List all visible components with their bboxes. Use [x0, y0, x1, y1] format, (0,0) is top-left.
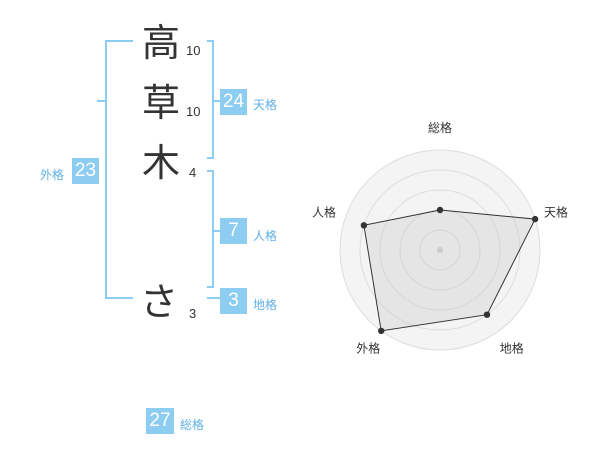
tenkaku-bracket [207, 40, 214, 159]
radar-axis-label-2: 天格 [544, 204, 568, 219]
radar-center-dot [437, 247, 443, 253]
jinkaku-value: 7 [220, 218, 247, 244]
name-char-3: 木 [141, 141, 180, 185]
jinkaku-label: 人格 [253, 229, 278, 243]
radar-axis-label-1: 総格 [428, 120, 452, 135]
radar-grid-ring [379, 189, 501, 311]
name-char-2-strokes: 10 [186, 104, 201, 119]
radar-point-5 [360, 222, 368, 229]
gaikaku-value: 23 [72, 158, 99, 184]
tenkaku-label: 天格 [253, 98, 278, 112]
radar-point-4 [378, 327, 385, 335]
name-char-1: 高 [141, 21, 180, 65]
name-char-4: さ [139, 280, 178, 324]
jinkaku-bracket [207, 170, 214, 288]
radar-grid-ring [419, 229, 461, 271]
radar-series-polygon [363, 209, 536, 332]
radar-point-3 [483, 311, 491, 318]
radar-axis-label-5: 人格 [312, 204, 336, 219]
name-char-2: 草 [141, 81, 180, 125]
radar-axis-label-4: 外格 [356, 341, 380, 356]
tenkaku-value: 24 [220, 89, 247, 115]
name-char-1-strokes: 10 [186, 43, 201, 58]
soukaku-value: 27 [146, 408, 174, 434]
radar-axis-label-3: 地格 [500, 341, 524, 356]
gaikaku-label: 外格 [40, 168, 65, 182]
gaikaku-bracket [105, 40, 133, 299]
radar-point-1 [436, 206, 444, 214]
chikaku-label: 地格 [253, 298, 278, 312]
chikaku-value: 3 [220, 288, 247, 314]
soukaku-label: 総格 [180, 418, 205, 432]
radar-point-2 [531, 215, 539, 223]
name-char-3-strokes: 4 [189, 165, 197, 180]
name-char-4-strokes: 3 [189, 306, 197, 321]
